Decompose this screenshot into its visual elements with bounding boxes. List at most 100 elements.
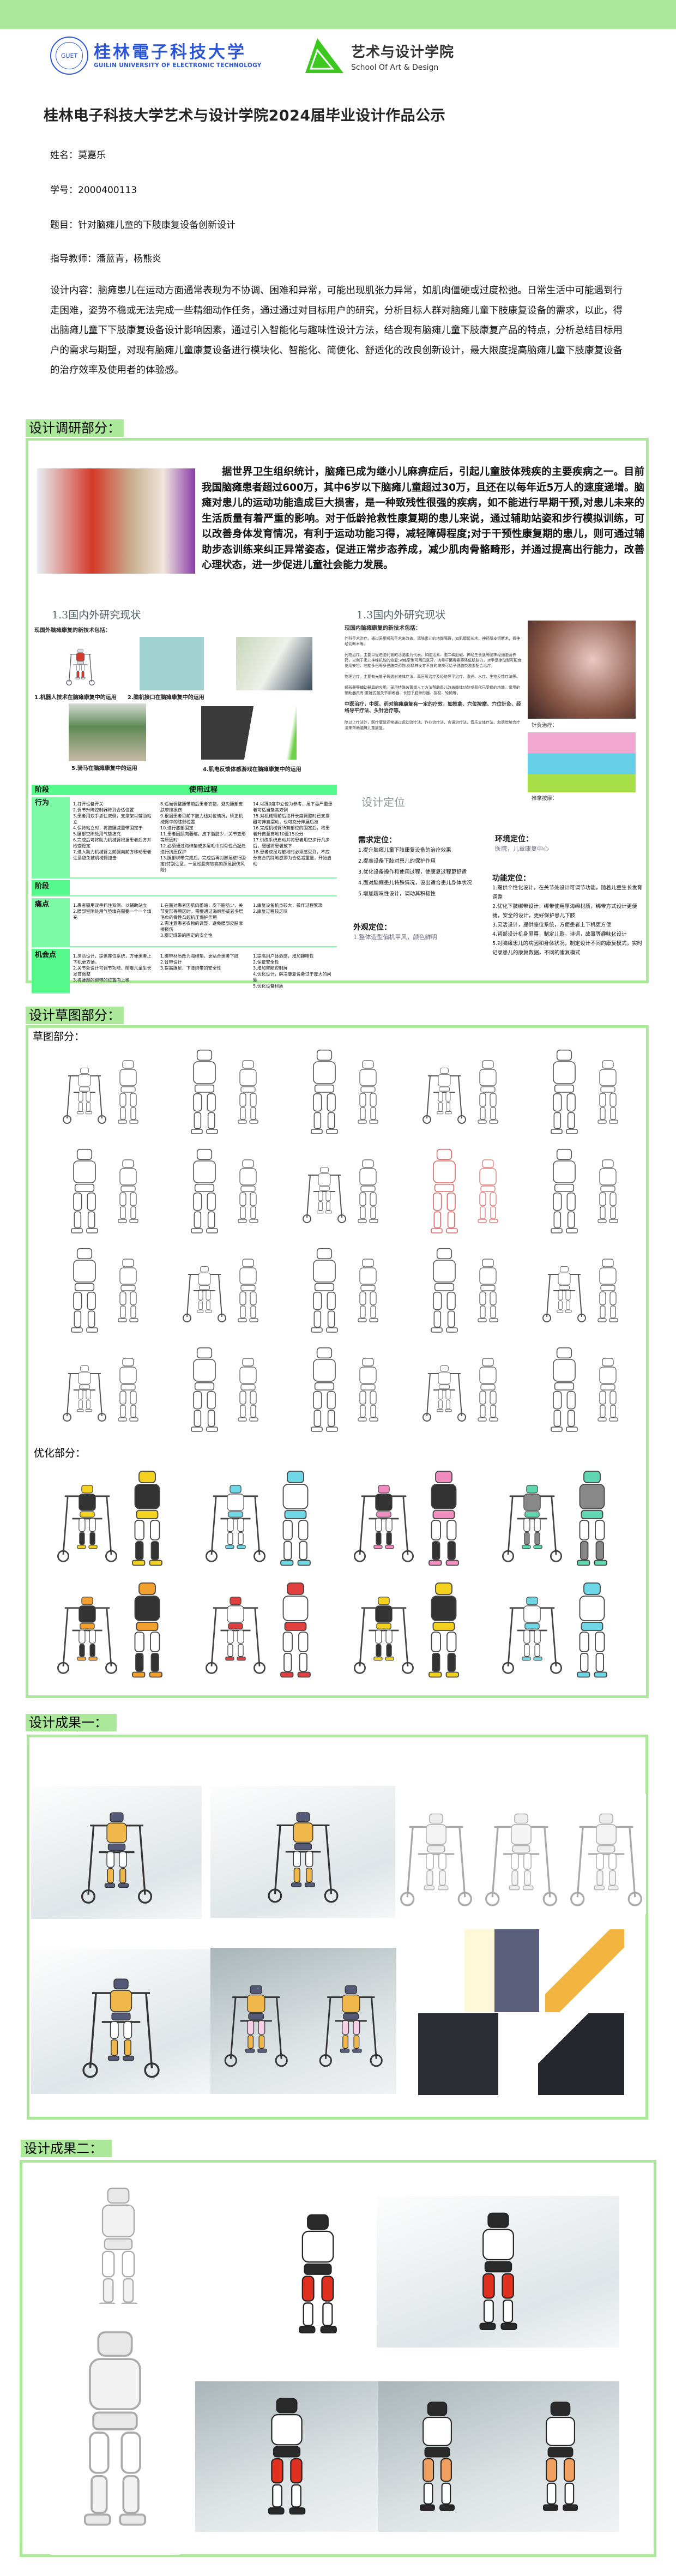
sketch-drawing xyxy=(412,1344,521,1436)
detail-joint xyxy=(545,1929,624,2012)
caption-bci: 2.脑机接口在脑瘫康复中的运用 xyxy=(128,695,204,701)
function-item: 2.优化下肢绑带设计，绑带使用厚海绵材质，绑带方式设计更便捷，安全的设计，更好保… xyxy=(492,904,637,919)
design-description: 设计内容：脑瘫患儿在运动方面通常表现为不协调、困难和异常，可能出现肌张力异常，如… xyxy=(50,285,623,376)
university-seal-icon: GUET xyxy=(50,37,88,75)
horse-riding-image xyxy=(69,703,146,761)
appearance-title: 外观定位： xyxy=(353,923,391,932)
function-item: 3.灵活设计，提供座位系统，方便患者上下机更方便 xyxy=(492,922,612,928)
sketch-drawing xyxy=(292,1046,401,1139)
render-white-front xyxy=(50,2304,180,2555)
top-banner xyxy=(0,0,676,29)
table-cell: 1.患者需用双手抓住双侧，以辅助站立 2.腰部空隙处用气垫填充需要一个一个填充 xyxy=(70,898,157,947)
sketch-drawing xyxy=(172,1046,281,1139)
render-walker-rear xyxy=(31,1949,211,2094)
caption-acupuncture: 针灸治疗： xyxy=(532,723,558,729)
function-item: 5.对脑瘫患儿的病因和身体状况，制定设计不同的康复模式，实时记录患儿的康复数据，… xyxy=(492,941,643,956)
domestic-methods-list: 外科手术治疗。通过采用矫形手术来改善、消除患儿的功能障碍，如肌腱延长术、神经肌支… xyxy=(345,636,522,731)
research-heading: 设计调研部分： xyxy=(26,419,124,437)
caption-robot: 1.机器人技术在脑瘫康复中的运用 xyxy=(34,695,117,701)
caption-horse: 5.骑马在脑瘫康复中的运用 xyxy=(71,766,137,772)
function-item: 1.提供个性化设计，在关节处设计可调节功能，随着儿童生长发育调整 xyxy=(492,885,643,900)
caption-massage: 推拿按摩： xyxy=(532,796,558,802)
sketch-drawing xyxy=(172,1244,281,1337)
sketch-drawing xyxy=(412,1145,521,1238)
sketch-drawing xyxy=(532,1344,641,1436)
sketch-drawing xyxy=(532,1046,641,1139)
sketch-drawing xyxy=(292,1244,401,1337)
demand-item: 4.面对脑瘫患儿特殊情况，设出适合患儿身体状况 xyxy=(358,880,472,886)
result2-heading: 设计成果二： xyxy=(21,2140,112,2157)
detail-backpack xyxy=(464,1929,539,2012)
optimized-sketch-drawing xyxy=(200,1464,339,1570)
optimized-sketch-drawing xyxy=(348,1576,487,1682)
render-white-side xyxy=(53,2170,183,2328)
optimized-sketch-drawing xyxy=(348,1464,487,1570)
result1-heading: 设计成果一： xyxy=(26,1714,117,1731)
sketch-drawing xyxy=(292,1344,401,1436)
detail-foot xyxy=(538,2013,624,2095)
table-cell: 1.打开设备开关 2.调节升降控制器降到合适位置 3.患者用双手抓住双侧，支撑架… xyxy=(70,797,157,878)
method-item: 物理治疗。主要有光量子氧透射液体疗法、高压氧治疗及经络导平治疗、激光、水疗、生物… xyxy=(345,675,520,679)
row-label: 痛点 xyxy=(32,898,70,947)
render-walker-front xyxy=(31,1786,202,1919)
optimized-sketch-drawing xyxy=(200,1576,339,1682)
therapy-photo xyxy=(37,468,195,574)
sketch-label: 草图部分： xyxy=(33,1031,85,1043)
sketch-heading: 设计草图部分： xyxy=(26,1007,124,1024)
table-cell: 14.以踝0度中立位为参考，足下垂严重患者可适当垫高双侧 15.对机械臂前后拉杆… xyxy=(250,797,337,878)
page-title: 桂林电子科技大学艺术与设计学院2024届毕业设计作品公示 xyxy=(44,107,446,124)
patient-bed-image xyxy=(236,637,312,690)
sketch-drawing xyxy=(532,1145,641,1238)
table-cell: 1.康复设备机身较大，操作过程繁琐 2.康复过程较乏味 xyxy=(250,898,337,947)
university-name-cn: 桂林電子科技大学 xyxy=(94,43,246,62)
optimized-sketch-drawing xyxy=(497,1576,636,1682)
table-cell: 1.提高用户体验感，增加趣味性 2.保证安全性 3.增加智能控制屏 4.优化设计… xyxy=(253,954,331,989)
sketch-drawing xyxy=(52,1145,161,1238)
render-three-views xyxy=(396,1794,646,1914)
research-paragraph: 据世界卫生组织统计，脑瘫已成为继小儿麻痹症后，引起儿童肢体残疾的主要疾病之一。目… xyxy=(202,466,644,571)
foreign-research-title: 1.3国内外研究现状 xyxy=(52,609,141,621)
bci-diagram-image xyxy=(140,637,204,690)
acupuncture-image xyxy=(528,621,636,719)
table-cell: 1.在面对患者因肌肉萎缩，皮下脂肪少，关节变形等原因时，需要通过海绵垫或者多层毛… xyxy=(157,898,250,947)
robot-therapy-image xyxy=(63,638,98,691)
table-cell: 1.灵活设计，提供座位系统，方便患者上下机更方便。 2.关节处设计可调节功能，随… xyxy=(73,954,152,983)
foreign-research-subtitle: 现国外脑瘫康复的新技术包括： xyxy=(34,628,111,634)
sketch-drawing xyxy=(52,1046,161,1139)
table-row: 阶段 xyxy=(32,880,337,896)
project-topic: 题目：针对脑瘫儿童的下肢康复设备创新设计 xyxy=(50,220,236,231)
row-label: 行为 xyxy=(32,797,70,878)
table-cell: 1.绑带材质改为海绵垫，更贴合患者下肢 2.背带设计 3.提高踝足，下肢绑带的安… xyxy=(160,954,239,971)
demand-item: 5.增加趣味性设计，调动其积极性 xyxy=(358,891,436,897)
appearance-positioning: 外观定位： 1.整体造型偏机甲风，颜色鲜明 xyxy=(353,922,437,941)
demand-item: 3.优化设备操作和使用过程，使康复过程更舒适 xyxy=(358,869,467,875)
university-name-en: GUILIN UNIVERSITY OF ELECTRONIC TECHNOLO… xyxy=(94,62,262,69)
sketch-drawing xyxy=(412,1244,521,1337)
sketch-drawing xyxy=(292,1145,401,1238)
caption-game: 4.肌电反馈体感游戏在脑瘫康复中的运用 xyxy=(203,767,301,773)
optimized-sketch-drawing xyxy=(497,1464,636,1570)
sketch-drawing xyxy=(172,1344,281,1436)
render-walker-pair xyxy=(210,1948,396,2094)
sketch-drawing xyxy=(52,1344,161,1436)
function-title: 功能定位： xyxy=(492,874,530,883)
massage-image xyxy=(528,732,636,792)
method-item: 矫形器等辅助器具的应用。采用特殊装置或人工方法帮助患儿改善肢体功能或替代已受损的… xyxy=(345,685,520,695)
demand-positioning: 需求定位： 1.提升脑瘫儿童下肢康复设备的治疗效果 2.提高设备下肢对患儿的保护… xyxy=(358,834,489,900)
demand-title: 需求定位： xyxy=(358,836,396,845)
demand-item: 1.提升脑瘫儿童下肢康复设备的治疗效果 xyxy=(358,847,451,853)
game-therapy-image xyxy=(201,706,297,760)
school-name-cn: 艺术与设计学院 xyxy=(351,44,455,61)
method-item: 药物治疗。主要以促进脑代谢的活脑素为代表，如脑活素、胞二磷胆碱、神经生长肽等脑神… xyxy=(345,653,522,668)
sketch-drawing xyxy=(532,1244,641,1337)
detail-straps xyxy=(418,2013,525,2095)
domestic-research-title: 1.3国内外研究现状 xyxy=(357,609,446,621)
render-walker-side xyxy=(210,1786,395,1918)
demand-item: 2.提高设备下肢对患儿的保护作用 xyxy=(358,858,436,864)
sketch-drawing xyxy=(172,1145,281,1238)
stage-label: 阶段 xyxy=(32,785,70,795)
positioning-title: 设计定位 xyxy=(361,796,405,809)
